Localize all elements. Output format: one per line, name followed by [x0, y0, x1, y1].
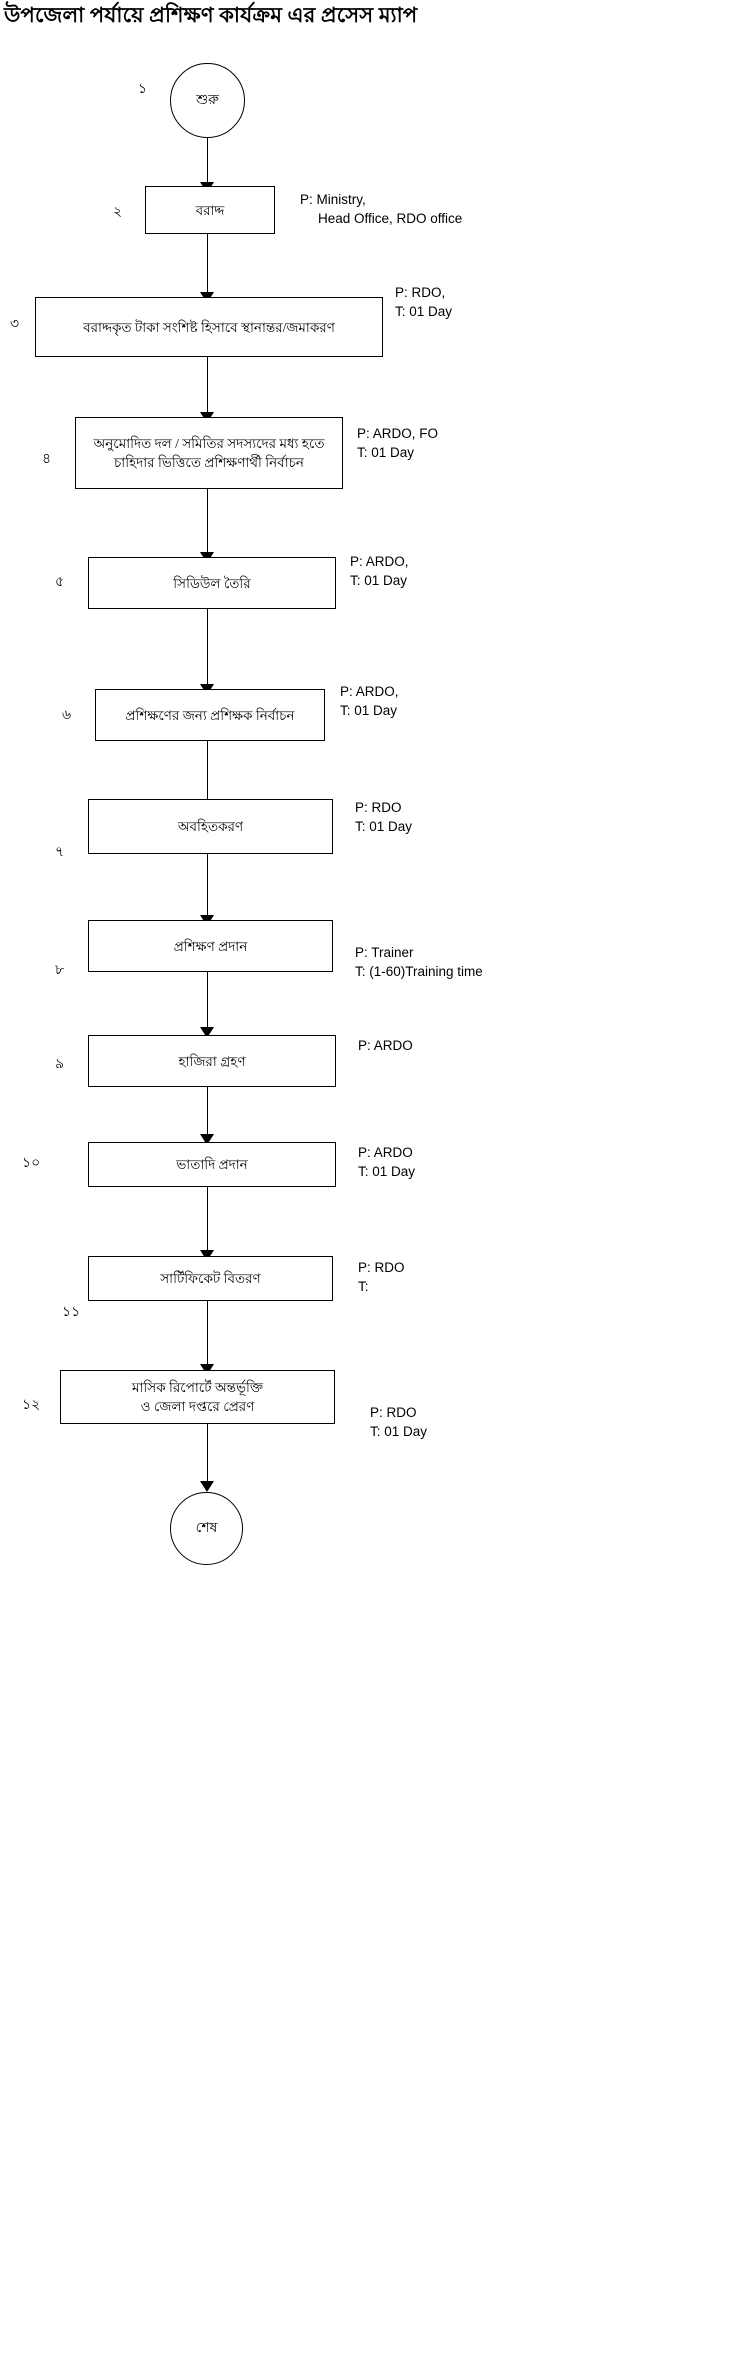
meta-performer-4: P: ARDO, FO [357, 426, 439, 441]
meta-performer-9: P: ARDO [358, 1038, 413, 1053]
connector-5-6 [207, 609, 208, 689]
connector-11-12 [207, 1301, 208, 1369]
node-start[interactable]: শুরু [170, 63, 245, 138]
arrowhead-8-9 [200, 1027, 214, 1038]
node-attendance[interactable]: হাজিরা গ্রহণ [88, 1035, 336, 1087]
step-number-6: ৬ [62, 708, 72, 723]
node-trainee-selection-line1: অনুমোদিত দল / সমিতির সদস্যদের মধ্য হতে [93, 436, 325, 451]
connector-3-4 [207, 357, 208, 417]
meta-performer-8: P: Trainer [355, 945, 414, 960]
connector-12-end [207, 1424, 208, 1486]
step-number-11: ১১ [62, 1305, 81, 1320]
connector-7-8 [207, 854, 208, 919]
node-allowance-payment[interactable]: ভাতাদি প্রদান [88, 1142, 336, 1187]
step-number-2: ২ [113, 205, 123, 220]
connector-4-5 [207, 489, 208, 557]
meta-time-4: T: 01 Day [357, 445, 415, 460]
connector-1-2 [207, 138, 208, 186]
meta-node-9: P: ARDO [358, 1036, 413, 1055]
connector-10-11 [207, 1187, 208, 1255]
step-number-7: ৭ [55, 845, 65, 860]
meta-time-11: T: [358, 1279, 369, 1294]
node-monthly-report-line2: ও জেলা দপ্তরে প্রেরণ [140, 1399, 255, 1414]
step-number-10: ১০ [22, 1156, 41, 1171]
step-number-8: ৮ [55, 963, 65, 978]
node-trainer-selection[interactable]: প্রশিক্ষণের জন্য প্রশিক্ষক নির্বাচন [95, 689, 325, 741]
node-fund-transfer[interactable]: বরাদ্দকৃত টাকা সংশিষ্ট হিসাবে স্থানান্তর… [35, 297, 383, 357]
node-training-delivery[interactable]: প্রশিক্ষণ প্রদান [88, 920, 333, 972]
meta-performer-10: P: ARDO [358, 1145, 413, 1160]
step-number-1: ১ [138, 82, 148, 97]
meta-performer-11: P: RDO [358, 1260, 405, 1275]
meta-node-7: P: RDO T: 01 Day [355, 798, 412, 836]
node-trainee-selection-line2: চাহিদার ভিত্তিতে প্রশিক্ষণার্থী নির্বাচন [114, 455, 304, 470]
arrowhead-10-11 [200, 1250, 214, 1261]
node-trainee-selection[interactable]: অনুমোদিত দল / সমিতির সদস্যদের মধ্য হতে চ… [75, 417, 343, 489]
meta-performer-12: P: RDO [370, 1405, 417, 1420]
connector-9-10 [207, 1087, 208, 1139]
meta-node-12: P: RDO T: 01 Day [370, 1403, 427, 1441]
meta-performer-2b: Head Office, RDO office [318, 211, 463, 226]
meta-node-3: P: RDO, T: 01 Day [395, 283, 452, 321]
meta-time-6: T: 01 Day [340, 703, 398, 718]
arrowhead-11-12 [200, 1364, 214, 1375]
meta-node-6: P: ARDO, T: 01 Day [340, 682, 399, 720]
meta-node-4: P: ARDO, FO T: 01 Day [357, 424, 438, 462]
node-end[interactable]: শেষ [170, 1492, 243, 1565]
meta-node-2: P: Ministry, Head Office, RDO office [300, 190, 462, 228]
node-monthly-report[interactable]: মাসিক রিপোর্টে অন্তর্ভূক্তি ও জেলা দপ্তর… [60, 1370, 335, 1424]
node-certificate-distribution[interactable]: সার্টিফিকেট বিতরণ [88, 1256, 333, 1301]
step-number-3: ৩ [10, 317, 20, 332]
meta-performer-2: P: Ministry, [300, 192, 366, 207]
connector-6-7 [207, 741, 208, 819]
step-number-12: ১২ [22, 1398, 41, 1413]
arrowhead-12-end [200, 1481, 214, 1492]
meta-node-10: P: ARDO T: 01 Day [358, 1143, 415, 1181]
meta-node-8: P: Trainer T: (1-60)Training time [355, 943, 483, 981]
meta-time-12: T: 01 Day [370, 1424, 428, 1439]
meta-time-3: T: 01 Day [395, 304, 453, 319]
meta-time-10: T: 01 Day [358, 1164, 416, 1179]
meta-time-7: T: 01 Day [355, 819, 413, 834]
step-number-5: ৫ [55, 575, 65, 590]
connector-2-3 [207, 234, 208, 296]
meta-performer-7: P: RDO [355, 800, 402, 815]
meta-time-8: T: (1-60)Training time [355, 964, 483, 979]
step-number-9: ৯ [55, 1057, 65, 1072]
page-title: উপজেলা পর্যায়ে প্রশিক্ষণ কার্যক্রম এর প… [4, 3, 418, 27]
meta-performer-3: P: RDO, [395, 285, 446, 300]
step-number-4: ৪ [42, 452, 52, 467]
meta-performer-6: P: ARDO, [340, 684, 399, 699]
arrowhead-9-10 [200, 1134, 214, 1145]
connector-8-9 [207, 972, 208, 1032]
meta-node-11: P: RDO T: [358, 1258, 405, 1296]
node-allocation[interactable]: বরাদ্দ [145, 186, 275, 234]
node-notification[interactable]: অবহিতকরণ [88, 799, 333, 854]
meta-time-5: T: 01 Day [350, 573, 408, 588]
meta-node-5: P: ARDO, T: 01 Day [350, 552, 409, 590]
node-schedule-preparation[interactable]: সিডিউল তৈরি [88, 557, 336, 609]
node-monthly-report-line1: মাসিক রিপোর্টে অন্তর্ভূক্তি [132, 1380, 263, 1395]
meta-performer-5: P: ARDO, [350, 554, 409, 569]
